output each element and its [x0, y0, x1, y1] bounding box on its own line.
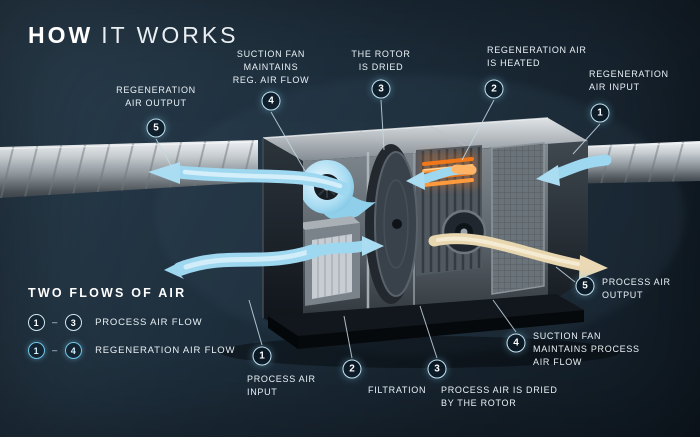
legend-badge-to: 4: [65, 342, 83, 359]
legend-dash: –: [52, 345, 59, 356]
title-strong: HOW: [28, 22, 94, 48]
callout-number-badge: 1: [590, 103, 610, 123]
legend-dash: –: [52, 317, 59, 328]
filtration-unit: [298, 216, 360, 306]
heated-air-flow: [406, 164, 477, 190]
legend-title: TWO FLOWS OF AIR: [28, 286, 187, 300]
callout-label: REGENERATION AIR INPUT: [589, 69, 669, 93]
callout-label: THE ROTOR IS DRIED: [351, 49, 411, 73]
legend-badge-from: 1: [28, 342, 45, 359]
callout-number-badge: 2: [342, 359, 362, 379]
process-input-flow: [164, 236, 384, 279]
desiccant-rotor: [365, 144, 418, 304]
callout-number-badge: 5: [575, 276, 595, 296]
callout-label: SUCTION FAN MAINTAINS PROCESS AIR FLOW: [533, 331, 640, 368]
legend-badge-to: 3: [65, 314, 83, 331]
cabinet-left-panel: [263, 138, 303, 341]
callout-label: REGENERATION AIR OUTPUT: [116, 85, 196, 109]
callout-label: PROCESS AIR INPUT: [247, 374, 316, 398]
cabinet-top-face: [263, 118, 588, 161]
callout-number-badge: 2: [484, 79, 504, 99]
process-suction-fan: [441, 209, 487, 255]
callout-number-badge: 4: [506, 333, 526, 353]
callout-number-badge: 3: [371, 79, 391, 99]
legend: TWO FLOWS OF AIR 1 – 3 PROCESS AIR FLOW …: [28, 286, 235, 370]
air-flow-ribbons: [148, 154, 612, 279]
legend-row-regeneration-air: 1 – 4 REGENERATION AIR FLOW: [28, 342, 235, 359]
base-plinth: [268, 294, 584, 349]
legend-label: REGENERATION AIR FLOW: [95, 345, 236, 356]
callout-label: REGENERATION AIR IS HEATED: [487, 45, 587, 69]
callout-label: PROCESS AIR IS DRIED BY THE ROTOR: [441, 385, 558, 409]
callout-label: FILTRATION: [368, 385, 427, 395]
callout-number-badge: 1: [252, 346, 272, 366]
callout-label: SUCTION FAN MAINTAINS REG. AIR FLOW: [232, 49, 310, 86]
page-title: HOW IT WORKS: [28, 22, 239, 49]
legend-label: PROCESS AIR FLOW: [95, 317, 203, 328]
callout-number-badge: 3: [427, 359, 447, 379]
regeneration-input-flow: [536, 154, 612, 186]
callout-label: PROCESS AIR OUTPUT: [602, 277, 671, 301]
process-output-flow: [428, 233, 608, 279]
title-light: IT WORKS: [101, 22, 239, 48]
leader-lines: [155, 99, 601, 359]
callout-number-badge: 4: [261, 91, 281, 111]
legend-badge-from: 1: [28, 314, 45, 331]
callout-number-badge: 5: [146, 118, 166, 138]
process-filter-panel: [491, 142, 545, 295]
legend-row-process-air: 1 – 3 PROCESS AIR FLOW: [28, 314, 235, 331]
